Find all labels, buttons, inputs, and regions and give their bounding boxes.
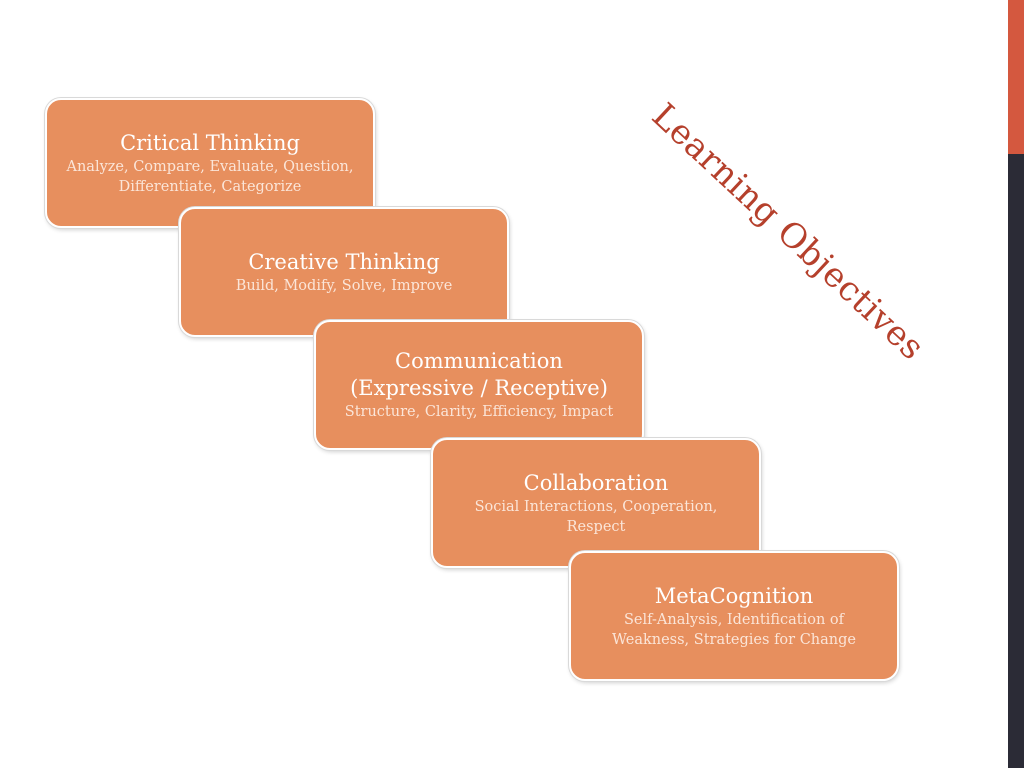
objective-title: Critical Thinking: [120, 130, 300, 155]
objective-title: MetaCognition: [654, 583, 814, 608]
objective-title: Collaboration: [523, 470, 669, 495]
sidebar-accent-strip: [1008, 0, 1024, 154]
objective-box-communication: Communication (Expressive / Receptive) S…: [314, 320, 644, 450]
objective-description: Analyze, Compare, Evaluate, Question, Di…: [66, 158, 354, 195]
sidebar-dark-strip: [1008, 0, 1024, 768]
objective-description: Build, Modify, Solve, Improve: [235, 277, 453, 294]
objective-box-creative-thinking: Creative Thinking Build, Modify, Solve, …: [179, 207, 509, 337]
objective-description: Structure, Clarity, Efficiency, Impact: [344, 404, 614, 420]
slide-title: Learning Objectives: [643, 95, 933, 369]
objective-description: Social Interactions, Cooperation, Respec…: [474, 498, 718, 535]
objective-box-metacognition: MetaCognition Self-Analysis, Identificat…: [569, 551, 899, 681]
objective-title: Creative Thinking: [248, 249, 440, 274]
objective-box-critical-thinking: Critical Thinking Analyze, Compare, Eval…: [45, 98, 375, 228]
objective-box-collaboration: Collaboration Social Interactions, Coope…: [431, 438, 761, 568]
objective-description: Self-Analysis, Identification of Weaknes…: [612, 611, 856, 648]
objective-title: Communication (Expressive / Receptive): [350, 349, 608, 400]
